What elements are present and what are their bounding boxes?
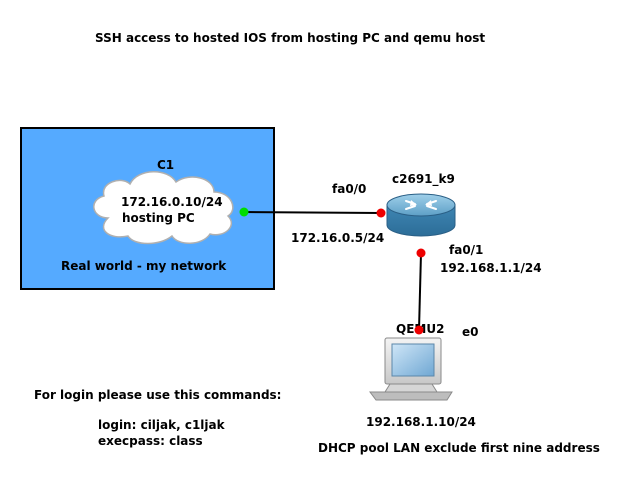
interface-e0-label: e0: [462, 325, 479, 339]
router-icon: [386, 193, 456, 237]
interface-fa01-label: fa0/1: [449, 243, 483, 257]
cloud-ip: 172.16.0.10/24: [121, 195, 223, 209]
computer-icon: [369, 337, 453, 401]
host-node-qemu2[interactable]: QEMU2 192.168.1.10/24 DHCP pool LAN excl…: [318, 322, 600, 455]
cloud-desc: hosting PC: [122, 211, 195, 225]
cloud-name: C1: [157, 158, 174, 172]
router-node-c2691[interactable]: c2691_k9: [386, 172, 456, 237]
port-fa00-down[interactable]: [376, 208, 386, 218]
login-heading: For login please use this commands:: [34, 388, 281, 402]
host-ip: 192.168.1.10/24: [366, 415, 476, 429]
interface-fa00-ip: 172.16.0.5/24: [291, 231, 384, 245]
network-zone-label: Real world - my network: [61, 259, 227, 273]
port-fa01-down[interactable]: [416, 248, 426, 258]
execpass-credentials: execpass: class: [98, 434, 203, 448]
host-note: DHCP pool LAN exclude first nine address: [318, 441, 600, 455]
link-cloud-router[interactable]: [243, 211, 382, 214]
interface-fa00-label: fa0/0: [332, 182, 366, 196]
cloud-icon: [93, 171, 234, 245]
cloud-node-c1[interactable]: C1 172.16.0.10/24 hosting PC: [93, 158, 234, 245]
diagram-title: SSH access to hosted IOS from hosting PC…: [95, 31, 485, 45]
router-name: c2691_k9: [392, 172, 455, 187]
interface-fa01-ip: 192.168.1.1/24: [440, 261, 542, 275]
login-credentials: login: ciljak, c1ljak: [98, 418, 226, 432]
port-cloud-up[interactable]: [239, 207, 249, 217]
link-router-host[interactable]: [418, 252, 422, 331]
port-e0-down[interactable]: [414, 325, 424, 335]
